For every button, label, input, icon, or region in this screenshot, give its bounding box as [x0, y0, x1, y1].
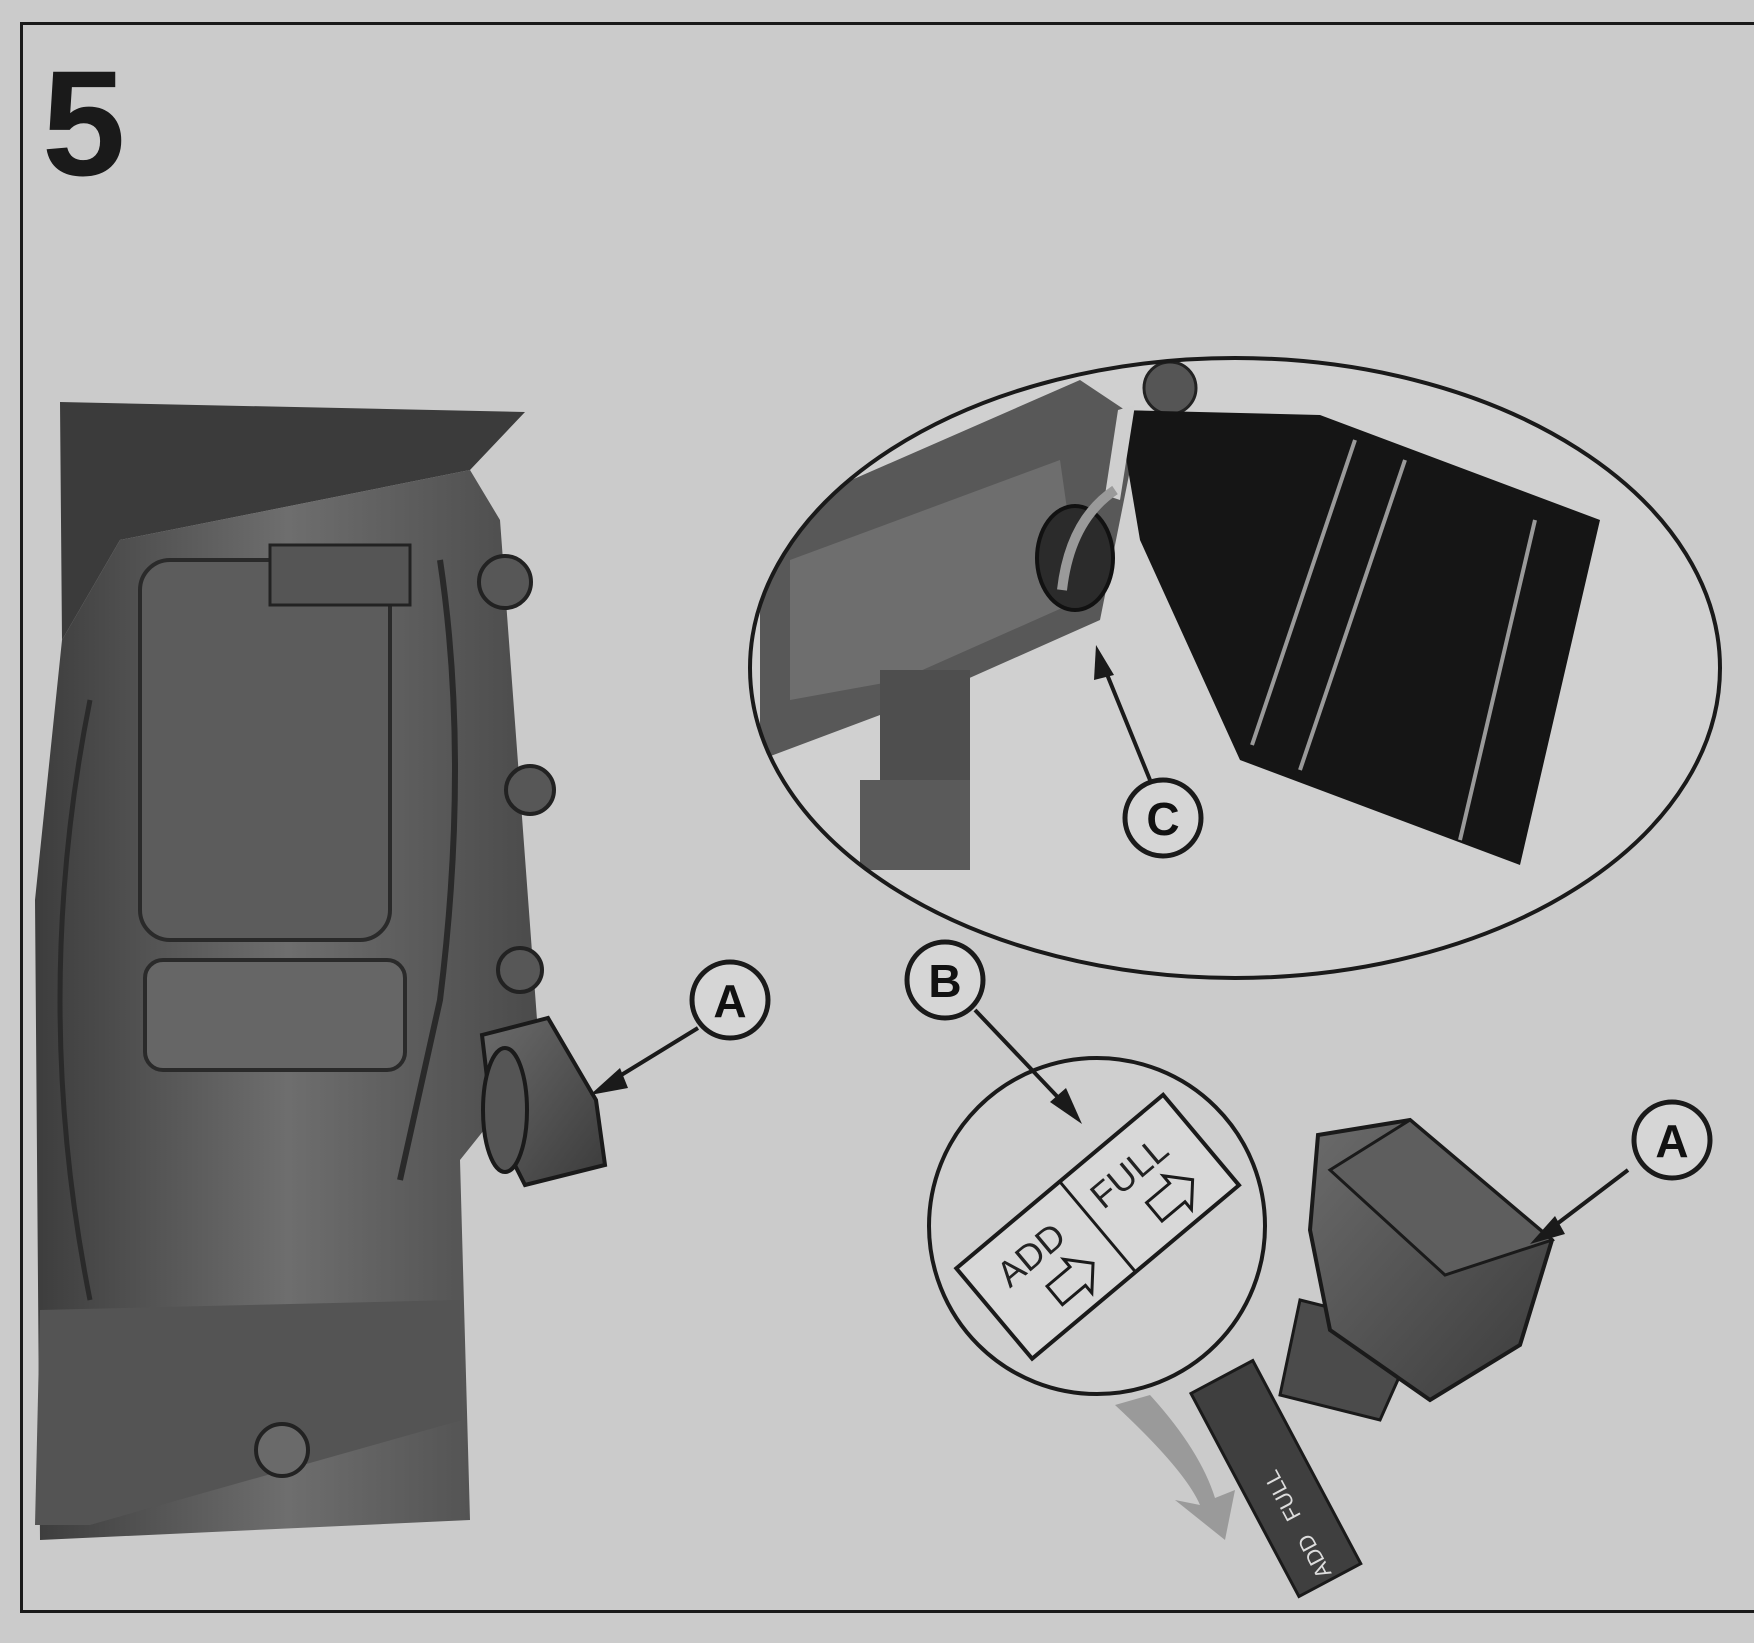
callout-a-dipstick-label: A [1655, 1115, 1688, 1167]
oil-bottle [1105, 405, 1600, 865]
callout-c-label: C [1146, 793, 1179, 845]
callout-a-engine: A [689, 959, 771, 1041]
decal-add-arrow-icon [1044, 1257, 1095, 1307]
callout-c: C [1122, 777, 1204, 859]
decal-full-arrow-icon [1144, 1173, 1195, 1224]
dipstick: FULL ADD [1188, 1117, 1556, 1599]
callout-a-engine-label: A [713, 975, 746, 1027]
oil-fill-opening [1035, 504, 1115, 612]
callout-b-label: B [928, 955, 961, 1007]
engine-oil-fill-cap [479, 1015, 608, 1188]
step-panel-frame [20, 22, 1754, 1613]
dipstick-decal-inset: FULL ADD [927, 1056, 1267, 1396]
zoom-curved-arrow-icon [1115, 1395, 1235, 1540]
callout-b: B [904, 939, 986, 1021]
oil-pour-inset [748, 356, 1722, 980]
callout-a-dipstick: A [1631, 1099, 1713, 1181]
engine-block [35, 402, 556, 1540]
callout-leaders [590, 645, 1630, 1244]
step-number: 5 [42, 39, 126, 207]
dipstick-blade [1188, 1358, 1363, 1599]
inset-ellipse-outline [748, 356, 1722, 980]
